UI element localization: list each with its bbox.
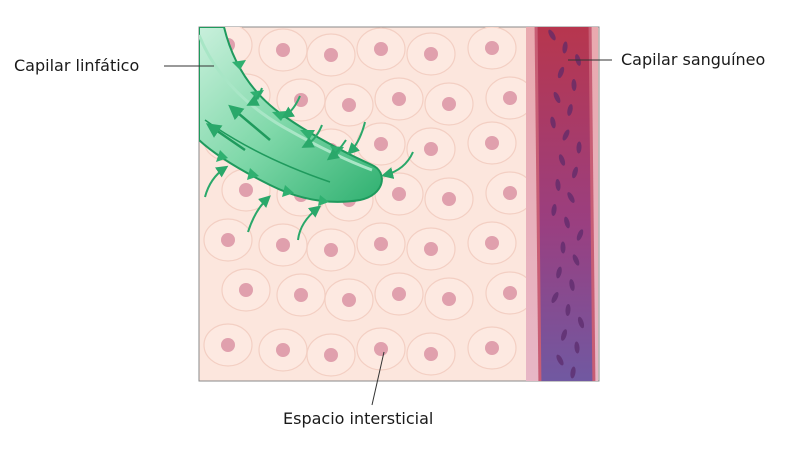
cell-nucleus (485, 41, 499, 55)
cell-nucleus (442, 292, 456, 306)
blood-capillary (526, 27, 598, 381)
cell-nucleus (442, 97, 456, 111)
cell-nucleus (374, 137, 388, 151)
cell-nucleus (392, 92, 406, 106)
cell-nucleus (276, 238, 290, 252)
cell-nucleus (442, 192, 456, 206)
label-blood-capillary: Capilar sanguíneo (621, 50, 766, 69)
cell-nucleus (392, 287, 406, 301)
red-blood-cell (572, 254, 580, 266)
red-blood-cell (572, 166, 578, 179)
cell-nucleus (294, 288, 308, 302)
red-blood-cell (558, 154, 566, 166)
cell-nucleus (324, 348, 338, 362)
red-blood-cell (564, 216, 570, 229)
cell-nucleus (485, 136, 499, 150)
cell-nucleus (503, 286, 517, 300)
red-blood-cell (556, 354, 564, 366)
cell-nucleus (221, 233, 235, 247)
red-blood-cell (551, 292, 559, 303)
cell-nucleus (239, 183, 253, 197)
cell-nucleus (294, 93, 308, 107)
red-blood-cell (562, 129, 570, 141)
cell-nucleus (221, 338, 235, 352)
red-blood-cell (553, 91, 561, 104)
cell-nucleus (485, 341, 499, 355)
red-blood-cell (556, 266, 562, 279)
red-blood-cell (576, 229, 584, 241)
cell-nucleus (276, 343, 290, 357)
red-blood-cells (548, 29, 585, 379)
cell-nucleus (424, 142, 438, 156)
cell-nucleus (324, 48, 338, 62)
cell-nucleus (424, 347, 438, 361)
cell-nucleus (374, 42, 388, 56)
red-blood-cell (560, 241, 566, 254)
cell-nucleus (342, 98, 356, 112)
cell-nucleus (485, 236, 499, 250)
label-interstitial-space: Espacio intersticial (283, 409, 434, 428)
red-blood-cell (567, 192, 575, 203)
red-blood-cell (565, 304, 571, 316)
red-blood-cell (557, 66, 565, 79)
red-blood-cell (560, 329, 568, 341)
cell-nucleus (503, 91, 517, 105)
red-blood-cell (567, 104, 573, 116)
red-blood-cell (569, 279, 575, 291)
red-blood-cell (576, 141, 582, 154)
label-lymphatic-capillary: Capilar linfático (14, 56, 140, 75)
cell-nucleus (239, 283, 253, 297)
red-blood-cell (574, 341, 580, 354)
red-blood-cell (570, 366, 576, 379)
cell-nucleus (342, 293, 356, 307)
red-blood-cell (551, 204, 557, 216)
red-blood-cell (555, 179, 561, 191)
cell-nucleus (424, 47, 438, 61)
cell-nucleus (276, 43, 290, 57)
red-blood-cell (571, 79, 577, 91)
red-blood-cell (577, 316, 585, 329)
cell-nucleus (324, 243, 338, 257)
red-blood-cell (550, 116, 556, 129)
cell-nucleus (424, 242, 438, 256)
leader-line-interstitial (371, 351, 385, 406)
cell-nucleus (392, 187, 406, 201)
cell-nucleus (374, 342, 388, 356)
fluid-inflow-arrows (204, 87, 414, 241)
cell-nucleus (374, 237, 388, 251)
red-blood-cell (548, 29, 556, 41)
red-blood-cell (562, 41, 568, 54)
cell-nucleus (503, 186, 517, 200)
